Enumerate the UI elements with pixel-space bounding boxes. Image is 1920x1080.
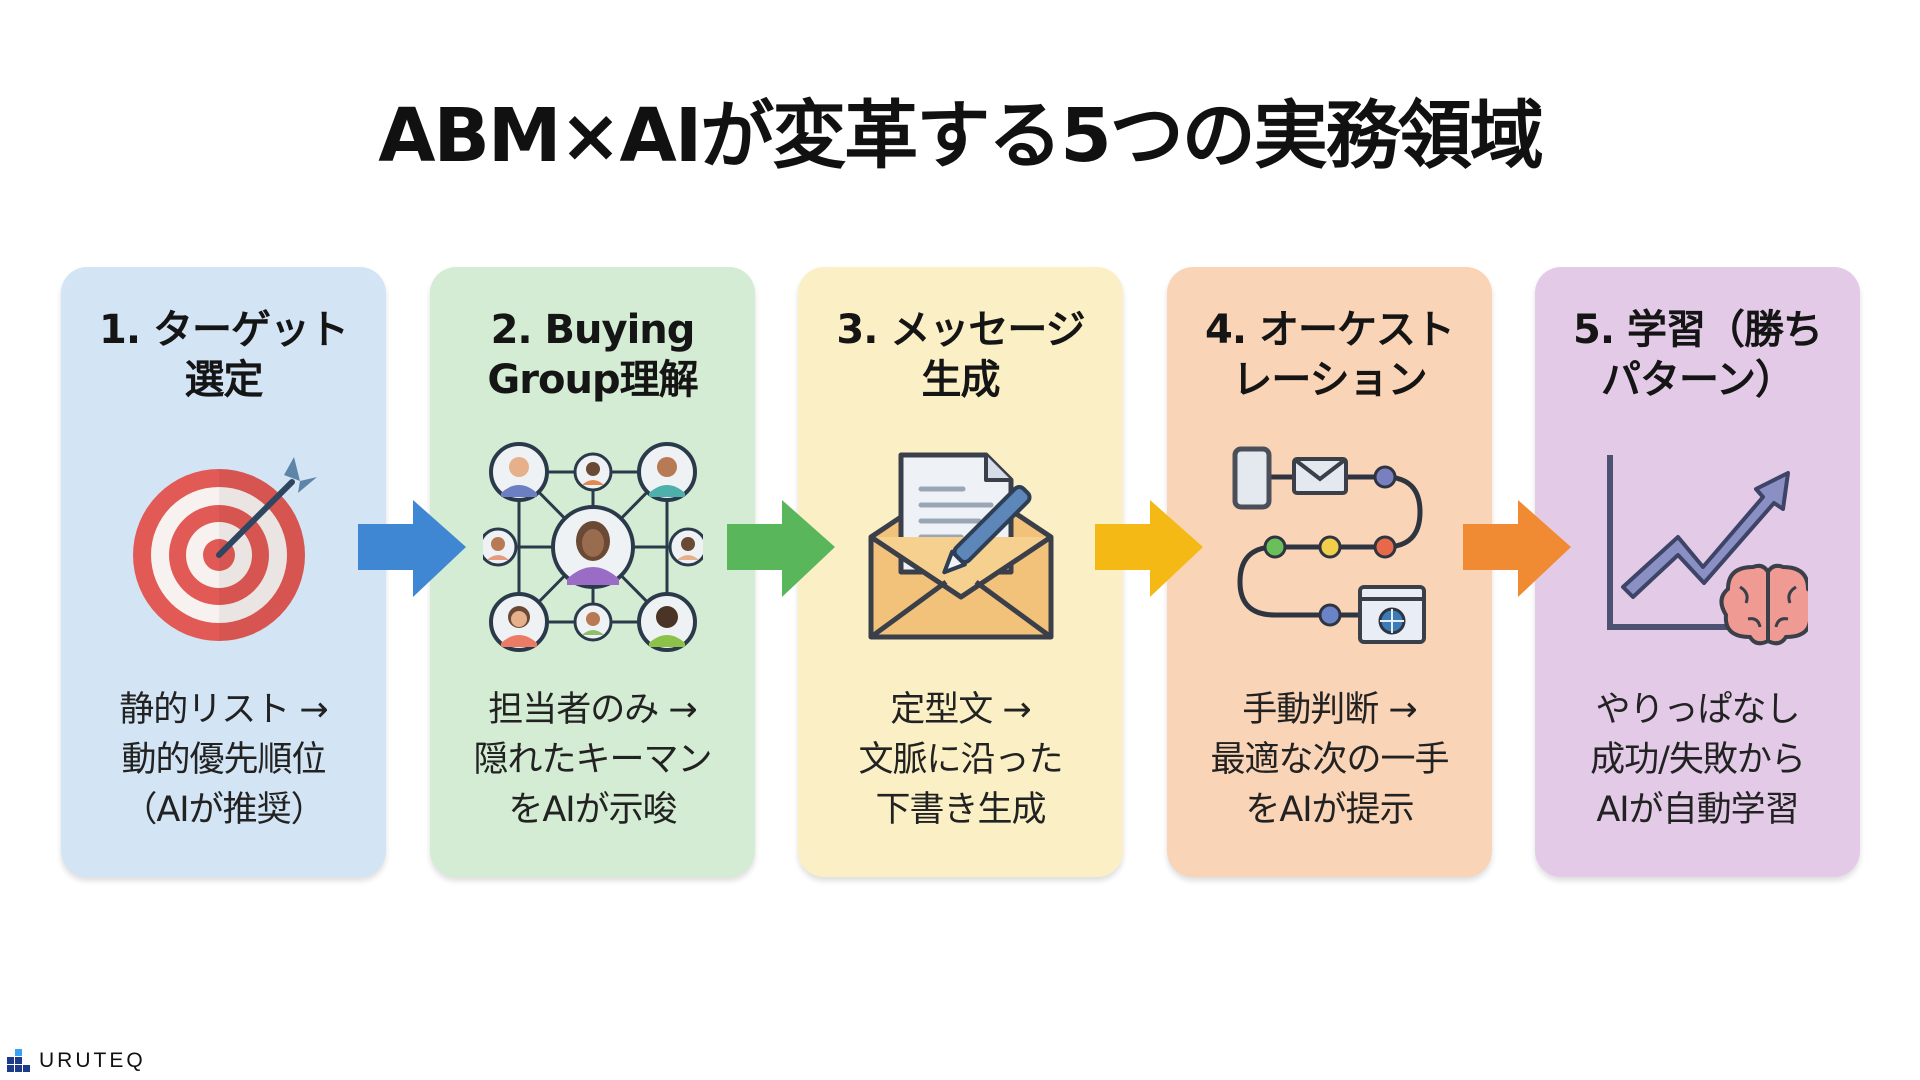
card-description-line: をAIが示唆 <box>508 790 677 830</box>
card-description-line: 担当者のみ → <box>488 690 697 730</box>
brain-icon <box>1719 563 1808 646</box>
card-description: やりっぱなし 成功/失敗から AIが自動学習 <box>1535 685 1860 835</box>
card-heading-line: Group理解 <box>487 357 698 403</box>
card-heading-line: 選定 <box>184 357 264 403</box>
card-heading-line: 3. メッセージ <box>836 307 1085 353</box>
card-heading-line: 4. オーケスト <box>1205 307 1455 353</box>
flow-arrow-4-to-5 <box>1463 500 1571 597</box>
card-description-line: AIが自動学習 <box>1596 790 1799 830</box>
card-description: 担当者のみ → 隠れたキーマン をAIが示唆 <box>430 685 755 835</box>
brand-name: URUTEQ <box>39 1049 146 1072</box>
flow-arrow-2-to-3 <box>727 500 835 597</box>
card-heading-line: 1. ターゲット <box>99 307 349 353</box>
card-description: 定型文 → 文脈に沿った 下書き生成 <box>798 685 1123 835</box>
card-heading-line: 生成 <box>921 357 1001 403</box>
step-card-buying-group: 2. Buying Group理解 <box>430 267 755 877</box>
target-icon <box>132 457 317 641</box>
card-description-line: 静的リスト → <box>119 690 328 730</box>
card-description: 静的リスト → 動的優先順位 （AIが推奨） <box>61 685 386 835</box>
people-network-icon <box>482 442 703 652</box>
step-card-message-generation: 3. メッセージ 生成 定型文 → 文脈に沿った 下書き生成 <box>798 267 1123 877</box>
card-heading: 1. ターゲット 選定 <box>61 305 386 405</box>
card-description-line: 動的優先順位 <box>121 740 326 780</box>
card-heading-line: 5. 学習（勝ち <box>1573 307 1823 353</box>
blocks-logo-icon <box>7 1049 31 1073</box>
step-card-orchestration: 4. オーケスト レーション 手動判断 → 最適な次の一手 をAIが提示 <box>1167 267 1492 877</box>
card-heading-line: レーション <box>1232 357 1427 403</box>
card-description-line: 最適な次の一手 <box>1210 740 1449 780</box>
card-heading: 5. 学習（勝ち パターン） <box>1535 305 1860 405</box>
card-description-line: （AIが推奨） <box>122 790 325 830</box>
step-card-target-selection: 1. ターゲット 選定 静的リスト → 動的優先順位 （AIが推奨） <box>61 267 386 877</box>
channel-journey-icon <box>1232 446 1426 644</box>
envelope-letter-pen-icon <box>868 452 1053 640</box>
card-description-line: をAIが提示 <box>1245 790 1414 830</box>
flow-arrow-3-to-4 <box>1095 500 1203 597</box>
card-description-line: 隠れたキーマン <box>473 740 712 780</box>
card-heading: 3. メッセージ 生成 <box>798 305 1123 405</box>
brand-logo: URUTEQ <box>7 1049 146 1073</box>
card-description-line: 下書き生成 <box>875 790 1046 830</box>
card-description-line: やりっぱなし <box>1595 690 1800 730</box>
card-description-line: 成功/失敗から <box>1590 740 1806 780</box>
card-heading: 4. オーケスト レーション <box>1167 305 1492 405</box>
card-description-line: 定型文 → <box>890 690 1031 730</box>
growth-chart-brain-icon <box>1606 455 1808 646</box>
flow-arrow-1-to-2 <box>358 500 466 597</box>
card-heading: 2. Buying Group理解 <box>430 305 755 405</box>
step-card-learning: 5. 学習（勝ち パターン） やりっぱなし 成功/失敗から AIが自動学習 <box>1535 267 1860 877</box>
card-description-line: 手動判断 → <box>1242 690 1417 730</box>
card-heading-line: パターン） <box>1601 357 1795 403</box>
card-description-line: 文脈に沿った <box>858 740 1063 780</box>
card-description: 手動判断 → 最適な次の一手 をAIが提示 <box>1167 685 1492 835</box>
page-title: ABM×AIが変革する5つの実務領域 <box>378 93 1544 179</box>
card-heading-line: 2. Buying <box>490 307 696 353</box>
